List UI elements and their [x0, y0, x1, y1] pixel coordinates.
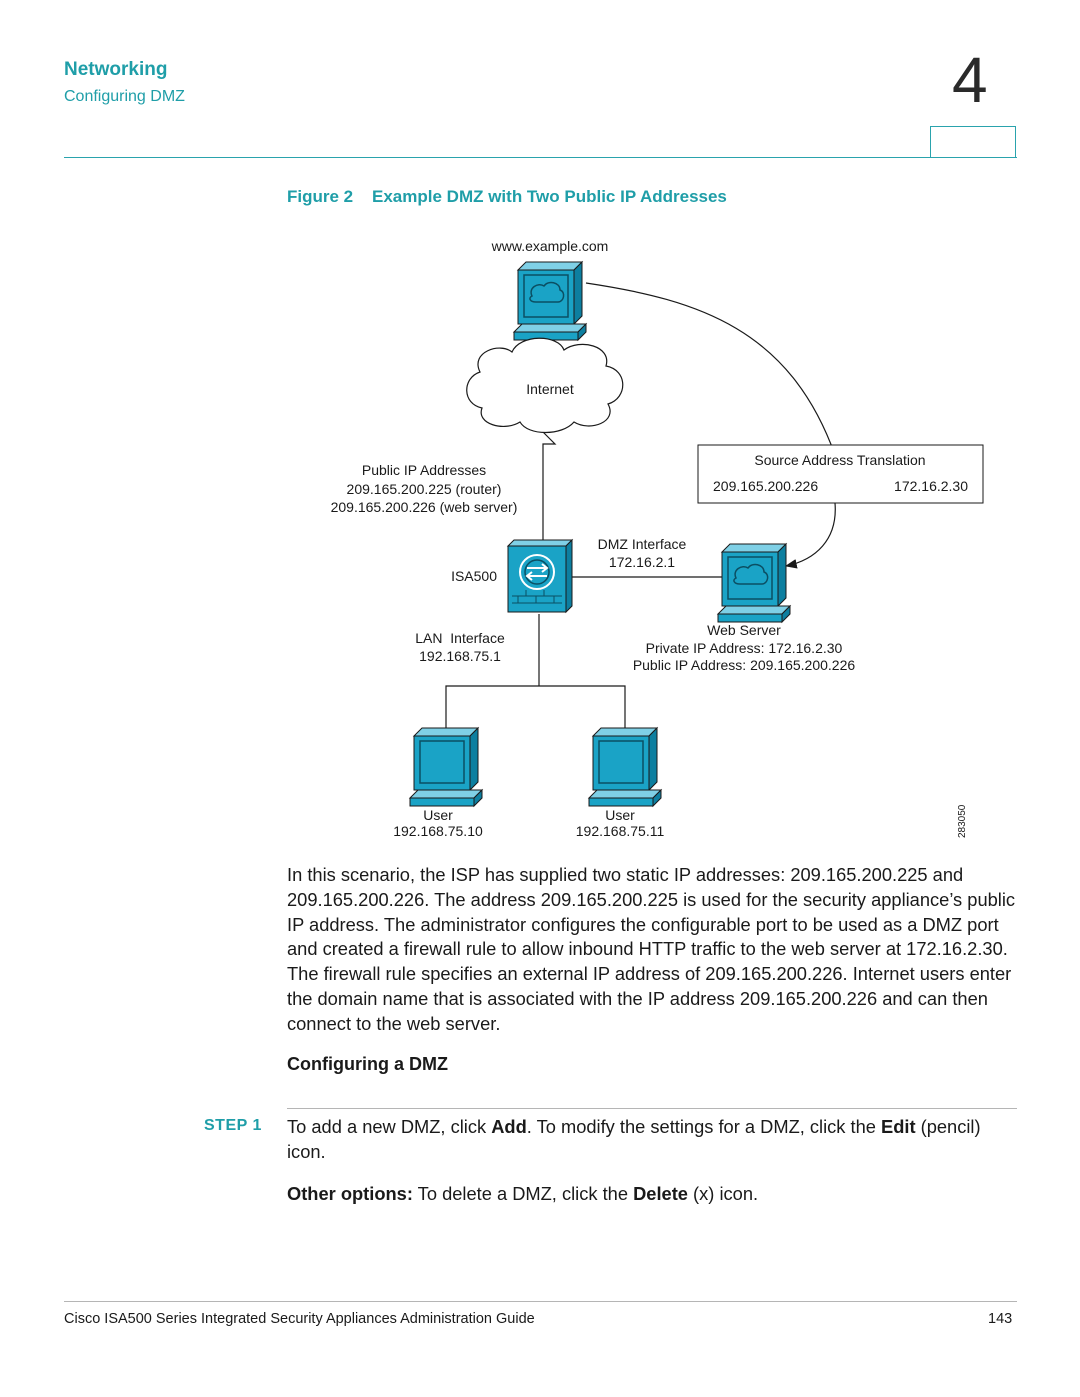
isa500-label: ISA500 [451, 568, 497, 584]
isa500-appliance-icon [506, 538, 574, 614]
lan-interface-label: LAN Interface [415, 630, 505, 646]
user1-label: User [423, 807, 453, 823]
website-label: www.example.com [491, 238, 609, 254]
sat-private-ip: 172.16.2.30 [894, 478, 968, 494]
sat-table-box [697, 444, 984, 504]
web-private-ip: Private IP Address: 172.16.2.30 [646, 640, 843, 656]
edit-keyword: Edit [881, 1116, 916, 1137]
dmz-network-diagram: www.example.com Internet Public IP Addre… [331, 238, 984, 839]
internet-cloud-icon [466, 337, 624, 433]
step-label: STEP 1 [204, 1117, 262, 1134]
page-number: 143 [988, 1311, 1013, 1327]
other-options-text: Other options: To delete a DMZ, click th… [287, 1183, 759, 1204]
other-options-label: Other options: [287, 1183, 413, 1204]
dmz-interface-label: DMZ Interface [598, 536, 687, 552]
subsection-title: Configuring DMZ [64, 88, 185, 105]
website-server-icon [513, 261, 587, 341]
sat-to-webserver-arrow [784, 502, 836, 569]
sat-title: Source Address Translation [754, 452, 925, 468]
internet-to-isa500-link [542, 431, 557, 540]
internet-label: Internet [526, 381, 574, 397]
public-ip-web: 209.165.200.226 (web server) [331, 499, 518, 515]
body-paragraph: In this scenario, the ISP has supplied t… [287, 864, 1016, 1034]
public-ip-router: 209.165.200.225 (router) [347, 481, 502, 497]
section-title: Networking [64, 59, 168, 80]
delete-keyword: Delete [633, 1183, 688, 1204]
footer-rule [64, 1301, 1017, 1302]
footer-title: Cisco ISA500 Series Integrated Security … [64, 1311, 535, 1327]
web-server-icon [717, 543, 791, 623]
public-ip-heading: Public IP Addresses [362, 462, 486, 478]
header-rule [64, 157, 1017, 158]
header-tab-box [930, 126, 1016, 157]
add-keyword: Add [491, 1116, 527, 1137]
website-to-sat-line [585, 282, 836, 456]
lan-switch-lines [445, 685, 626, 728]
user1-ip: 192.168.75.10 [393, 823, 483, 839]
web-server-label: Web Server [707, 622, 781, 638]
sat-public-ip: 209.165.200.226 [713, 478, 818, 494]
configuring-dmz-heading: Configuring a DMZ [287, 1054, 448, 1074]
web-public-ip: Public IP Address: 209.165.200.226 [633, 657, 856, 673]
dmz-ip-label: 172.16.2.1 [609, 554, 675, 570]
figure-caption: Figure 2 Example DMZ with Two Public IP … [287, 187, 727, 206]
figure-id: 283050 [957, 804, 968, 838]
step-1-text: To add a new DMZ, click Add. To modify t… [287, 1116, 981, 1162]
step-rule [287, 1108, 1017, 1109]
user-pc-1-icon [409, 727, 483, 807]
user-pc-2-icon [588, 727, 662, 807]
user2-label: User [605, 807, 635, 823]
user2-ip: 192.168.75.11 [576, 823, 665, 839]
chapter-number: 4 [952, 44, 988, 116]
lan-ip-label: 192.168.75.1 [419, 648, 501, 664]
